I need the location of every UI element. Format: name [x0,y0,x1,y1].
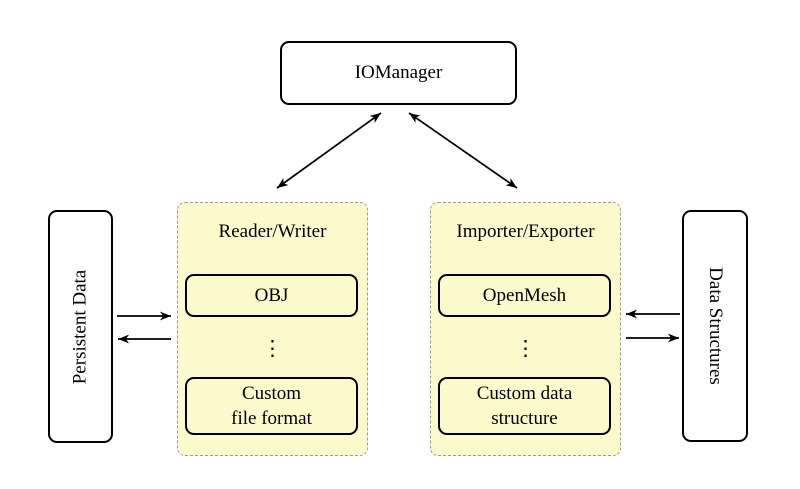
openmesh-label: OpenMesh [482,285,567,306]
importer-exporter-title: Importer/Exporter [456,221,595,242]
obj-label: OBJ [254,285,289,306]
custom-file-format-line1: Custom [241,383,302,404]
reader-writer-title: Reader/Writer [218,221,327,242]
data-structures-node: Data Structures [682,210,748,442]
arrow-iomanager-reader-writer [276,112,382,189]
reader-writer-group: Reader/Writer OBJ ⋮ Custom file format [177,202,368,456]
arrow-iomanager-importer-exporter [408,112,518,189]
obj-node: OBJ [185,274,358,317]
persistent-data-label: Persistent Data [69,269,91,384]
iomanager-label: IOManager [354,62,443,83]
persistent-data-node: Persistent Data [48,210,113,443]
iomanager-node: IOManager [280,41,517,105]
custom-file-format-node: Custom file format [185,377,358,435]
custom-data-structure-line2: structure [491,408,558,429]
custom-data-structure-node: Custom data structure [438,377,611,435]
custom-data-structure-line1: Custom data [476,383,573,404]
importer-exporter-ellipsis: ⋮ [515,336,536,360]
importer-exporter-group: Importer/Exporter OpenMesh ⋮ Custom data… [430,202,621,456]
custom-file-format-line2: file format [231,408,312,429]
reader-writer-ellipsis: ⋮ [262,336,283,360]
data-structures-label: Data Structures [705,267,726,385]
openmesh-node: OpenMesh [438,274,611,317]
